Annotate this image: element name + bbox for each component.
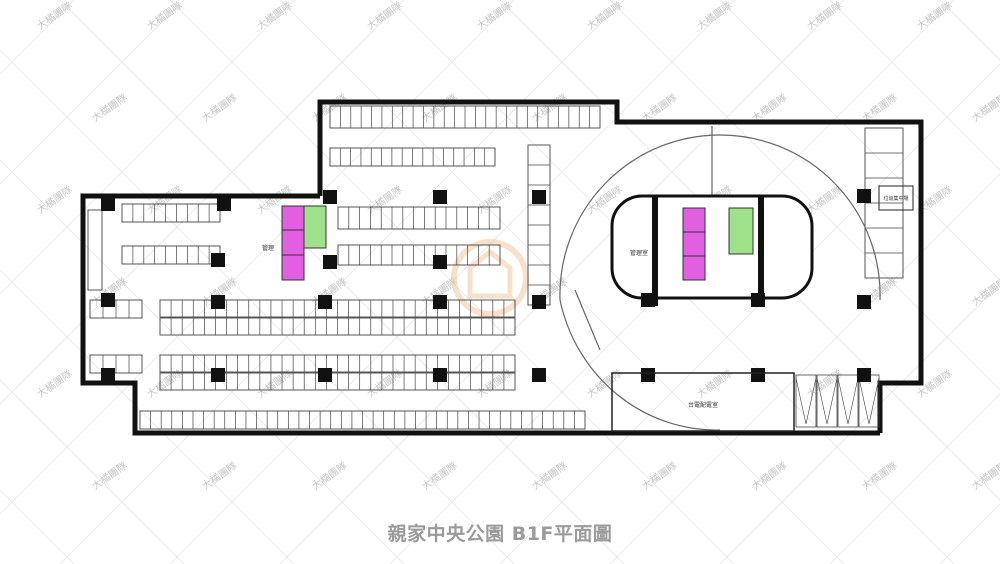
room-label-core-left: 管理室 xyxy=(630,249,648,257)
watermark-text: 大橘團隊 xyxy=(694,0,734,32)
watermark-text: 大橘團隊 xyxy=(34,367,74,401)
watermark-text: 大橘團隊 xyxy=(144,183,184,217)
structural-columns xyxy=(101,189,871,382)
plan-caption: 親家中央公園 B1F平面圖 xyxy=(387,523,613,545)
watermark-text: 大橘團隊 xyxy=(914,0,954,32)
watermark-logo-icon xyxy=(451,239,529,317)
watermark-text: 大橘團隊 xyxy=(804,367,844,401)
watermark-text: 大橘團隊 xyxy=(34,183,74,217)
watermark-text: 大橘團隊 xyxy=(474,0,514,32)
watermark-text: 大橘團隊 xyxy=(309,91,349,125)
stair-icon xyxy=(303,205,754,255)
elevator-icon xyxy=(281,205,706,281)
power-room: 台電配電室 xyxy=(611,372,795,432)
central-core xyxy=(610,194,814,306)
room-label-west: 管理 xyxy=(262,244,274,252)
watermark-text: 大橘團隊 xyxy=(144,0,184,32)
room-label-east-box: 垃圾集中場 xyxy=(883,195,908,202)
watermark-text: 大橘團隊 xyxy=(969,275,1000,309)
watermark-text: 大橘團隊 xyxy=(254,0,294,32)
ramp xyxy=(559,126,881,431)
watermark-text: 大橘團隊 xyxy=(694,367,734,401)
watermark-text: 大橘團隊 xyxy=(89,91,129,125)
east-box: 垃圾集中場 xyxy=(878,185,914,211)
watermark-text: 大橘團隊 xyxy=(584,0,624,32)
watermark-text: 大橘團隊 xyxy=(639,91,679,125)
watermark-text: 大橘團隊 xyxy=(364,0,404,32)
room-label-bottom: 台電配電室 xyxy=(688,401,718,409)
watermark-text: 大橘團隊 xyxy=(34,0,74,32)
watermark-text: 大橘團隊 xyxy=(969,459,1000,493)
watermark-text: 大橘團隊 xyxy=(859,91,899,125)
watermark-text: 大橘團隊 xyxy=(969,91,1000,125)
building-walls xyxy=(80,99,924,436)
watermark-text: 大橘團隊 xyxy=(199,91,239,125)
watermark-text: 大橘團隊 xyxy=(529,91,569,125)
watermark-text: 大橘團隊 xyxy=(749,91,789,125)
watermark-text: 大橘團隊 xyxy=(419,91,459,125)
watermark-text: 大橘團隊 xyxy=(804,0,844,32)
watermark-text: 大橘團隊 xyxy=(474,183,514,217)
parking-stalls xyxy=(87,105,904,430)
